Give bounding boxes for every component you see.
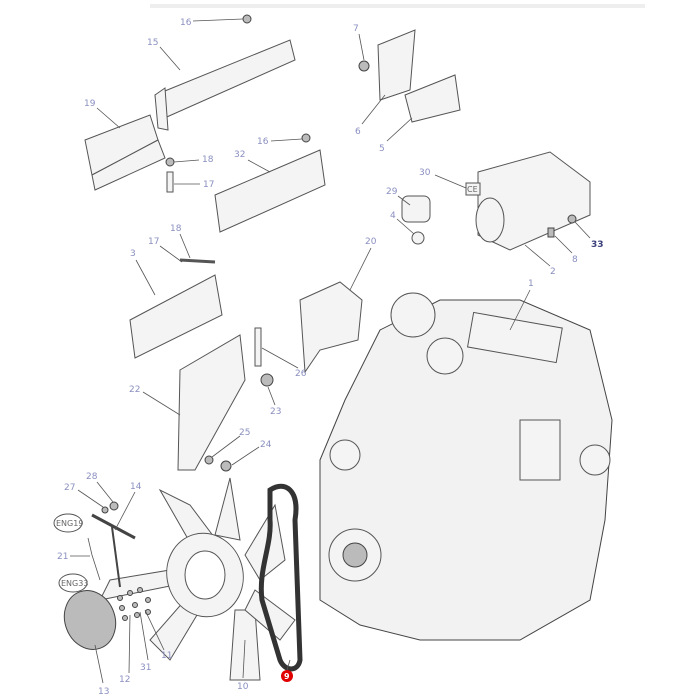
part-32-cover[interactable] [214,149,326,233]
eng33-oval: ENG33 [58,573,88,593]
callout-20[interactable]: 20 [365,237,377,247]
callout-24[interactable]: 24 [260,440,272,450]
ce-mark-text: CE [467,185,478,194]
callout-31[interactable]: 31 [140,663,151,673]
callout-25[interactable]: 25 [239,428,250,438]
callout-17[interactable]: 17 [203,180,214,190]
svg-text:9: 9 [284,672,290,681]
part-21-harness[interactable] [87,537,101,581]
callout-18b[interactable]: 18 [170,224,182,234]
part-15-flange[interactable] [154,87,169,131]
callout-18[interactable]: 18 [202,155,214,165]
part-5-bracket[interactable] [404,74,461,123]
eng19-oval: ENG19 [53,513,83,533]
part-11-12-31-bolts[interactable] [117,587,151,621]
svg-text:ENG33: ENG33 [61,579,88,588]
callout-33[interactable]: 33 [591,240,604,250]
callout-4[interactable]: 4 [390,211,396,221]
part-30-ce-label[interactable] [465,182,481,196]
part-20-guard[interactable] [299,281,363,374]
part-28-nut[interactable] [109,501,119,511]
callout-27[interactable]: 27 [64,483,75,493]
callout-28[interactable]: 28 [86,472,98,482]
part-10-fan[interactable] [99,477,296,681]
callout-30[interactable]: 30 [419,168,431,178]
callout-14[interactable]: 14 [130,482,142,492]
callout-8[interactable]: 8 [572,255,578,265]
part-2-starter-motor[interactable] [477,151,591,251]
callout-12[interactable]: 12 [119,675,130,685]
callout-3[interactable]: 3 [130,249,136,259]
callout-21[interactable]: 21 [57,552,68,562]
part-16-nut-top[interactable] [242,14,252,24]
part-9-belt[interactable] [258,483,303,672]
callout-6[interactable]: 6 [355,127,361,137]
part-24-bolt[interactable] [220,460,232,472]
callout-16b[interactable]: 16 [257,137,269,147]
part-3-shield[interactable] [129,274,223,359]
callout-22[interactable]: 22 [129,385,140,395]
part-19-lip[interactable] [91,139,166,191]
part-17-bolt[interactable] [166,171,174,193]
part-15-cover[interactable] [154,39,296,121]
callout-11[interactable]: 11 [161,651,172,661]
part-8-clip[interactable] [547,227,555,238]
svg-text:ENG19: ENG19 [56,519,83,528]
callout-19[interactable]: 19 [84,99,96,109]
callout-1[interactable]: 1 [528,279,534,289]
header-strip [150,4,645,8]
callout-23[interactable]: 23 [270,407,281,417]
callout-17b[interactable]: 17 [148,237,159,247]
callout-7[interactable]: 7 [353,24,359,34]
part-4-cap[interactable] [411,231,425,245]
callout-15[interactable]: 15 [147,38,158,48]
callout-10[interactable]: 10 [237,682,249,692]
part-29-cover[interactable] [401,195,431,223]
part-6-plate[interactable] [377,29,416,101]
part-18-washer[interactable] [165,157,175,167]
part-25-washer[interactable] [204,455,214,465]
callout-5[interactable]: 5 [379,144,385,154]
callout-9-highlighted[interactable]: 9 [281,670,293,682]
part-17-bolt-lower[interactable] [179,258,216,264]
part-14-strap[interactable] [91,513,136,540]
part-23-roller[interactable] [260,373,274,387]
callout-32[interactable]: 32 [234,150,245,160]
part-26-strap[interactable] [254,327,262,367]
part-14-strap-b [111,526,121,588]
callout-labels: 16 15 7 19 6 5 16 18 17 32 30 29 4 33 8 … [57,18,604,697]
callout-16[interactable]: 16 [180,18,192,28]
callout-26[interactable]: 26 [295,369,307,379]
part-27-washer[interactable] [101,506,109,514]
part-16-nut[interactable] [301,133,311,143]
callout-29[interactable]: 29 [386,187,398,197]
part-33-nut[interactable] [567,214,577,224]
leader-lines [70,18,591,684]
part-7-bolt[interactable] [358,60,370,72]
part-1-engine[interactable] [319,292,613,641]
part-2-starter-end [475,197,505,243]
part-13-viscous-drive[interactable] [56,583,124,656]
callout-2[interactable]: 2 [550,267,556,277]
part-22-guard[interactable] [177,334,246,471]
callout-13[interactable]: 13 [98,687,109,697]
